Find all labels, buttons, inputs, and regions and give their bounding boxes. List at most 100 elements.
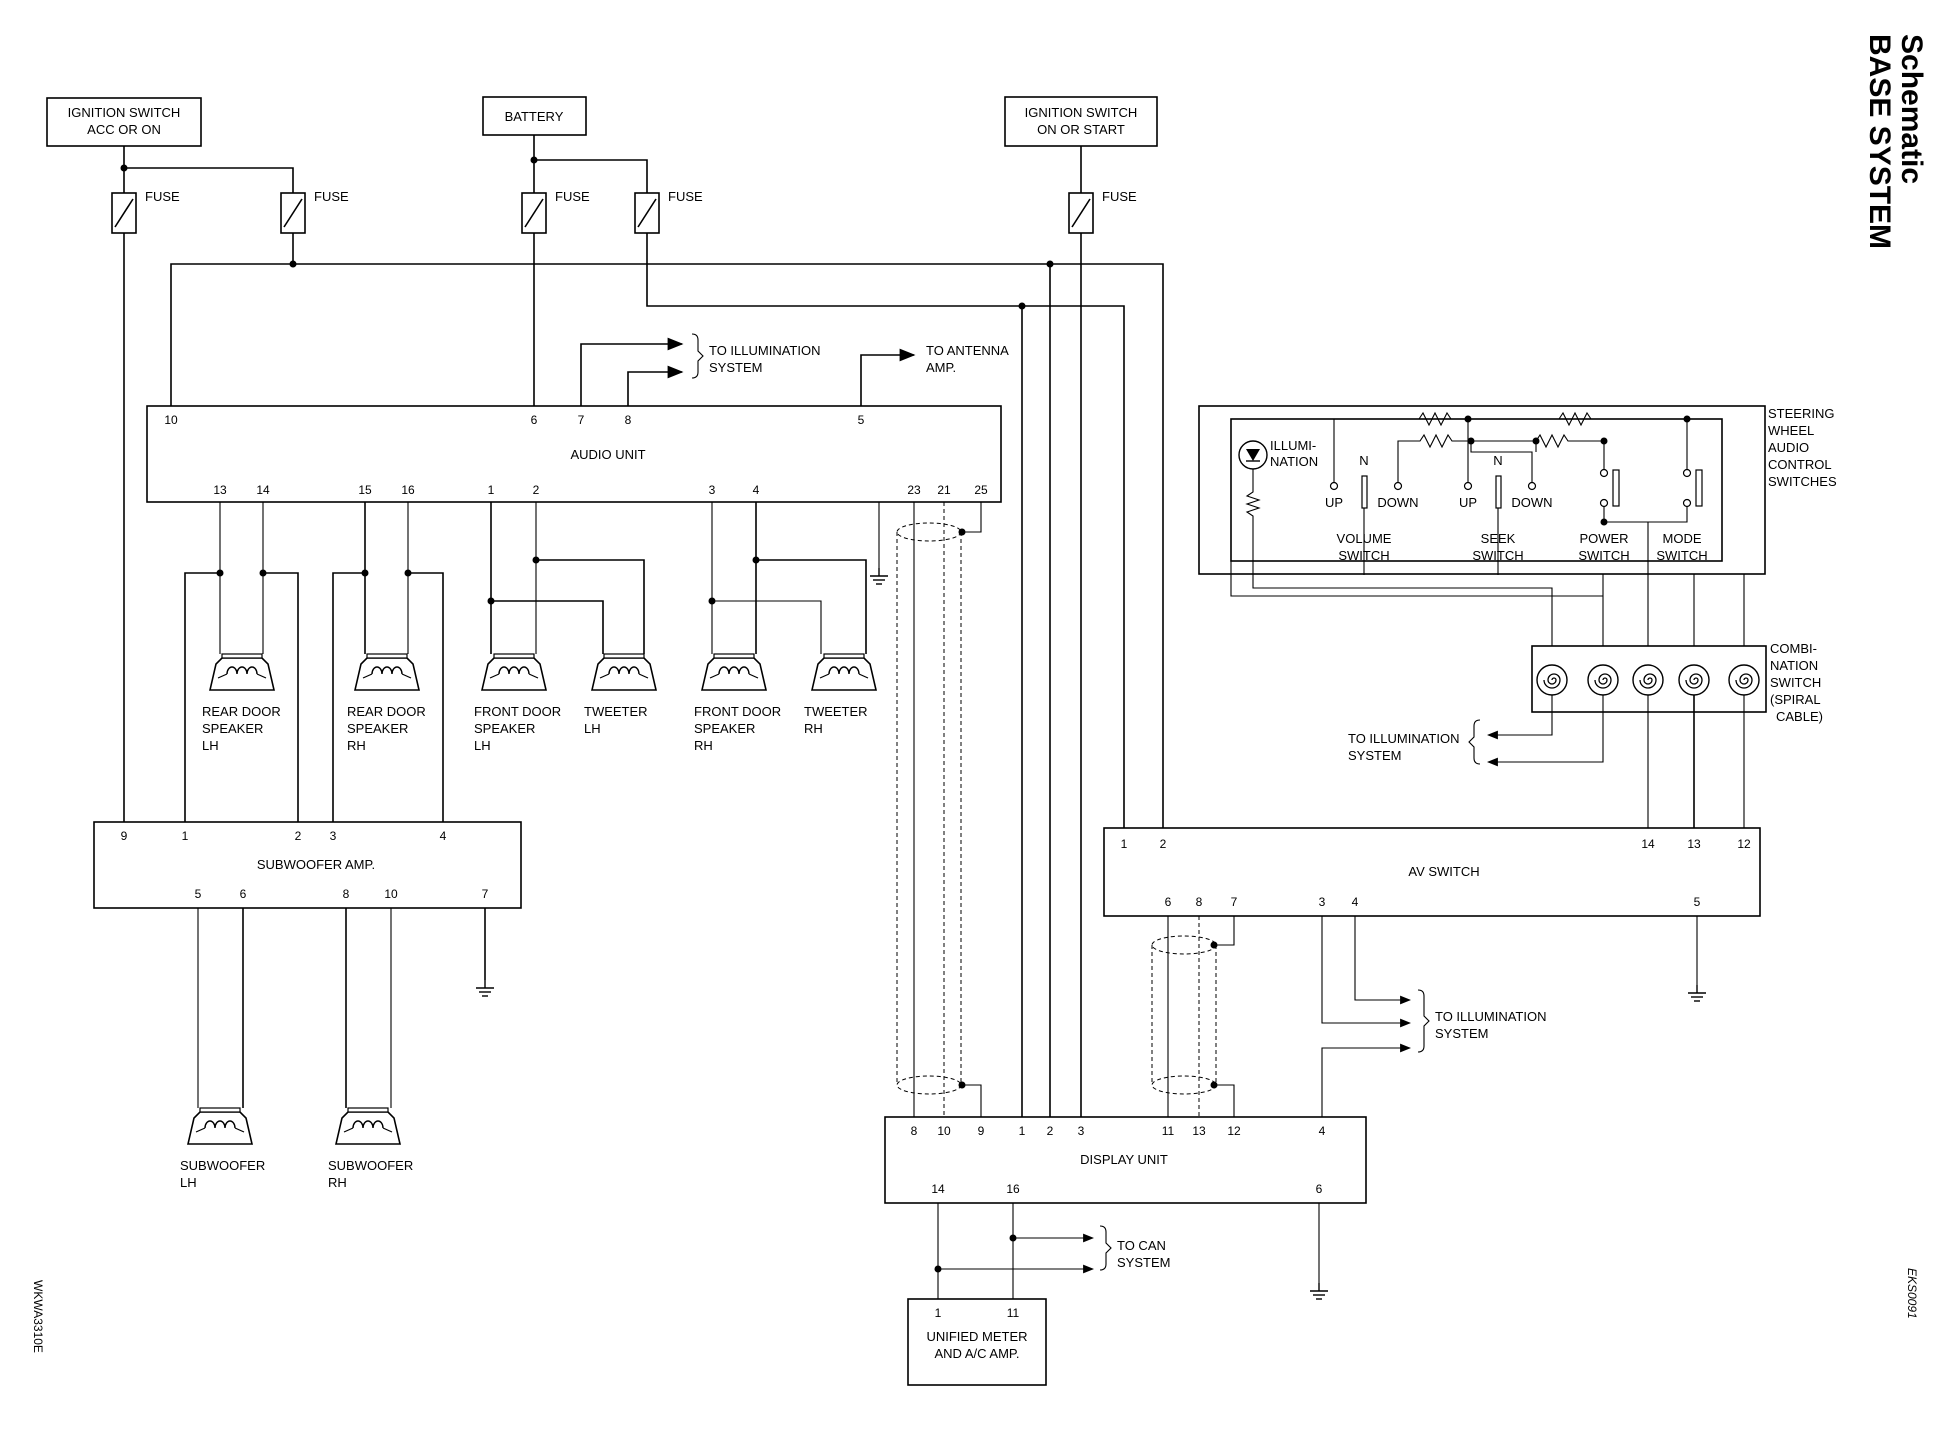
svg-text:8: 8 <box>625 413 632 427</box>
svg-text:1: 1 <box>488 483 495 497</box>
svg-text:6: 6 <box>1165 895 1172 909</box>
svg-text:4: 4 <box>753 483 760 497</box>
fuse-2: FUSE <box>280 189 349 234</box>
svg-text:13: 13 <box>1687 837 1701 851</box>
speaker-icon <box>591 653 657 691</box>
svg-text:CONTROL: CONTROL <box>1768 457 1832 472</box>
svg-text:6: 6 <box>1316 1182 1323 1196</box>
svg-text:2: 2 <box>1047 1124 1054 1138</box>
svg-text:SWITCHES: SWITCHES <box>1768 474 1837 489</box>
svg-text:ILLUMI-: ILLUMI- <box>1270 438 1316 453</box>
svg-text:11: 11 <box>1162 1124 1175 1138</box>
svg-text:SPEAKER: SPEAKER <box>202 721 263 736</box>
svg-text:TO ILLUMINATION: TO ILLUMINATION <box>709 343 820 358</box>
spiral-cable-icon <box>1587 664 1619 696</box>
svg-text:AUDIO: AUDIO <box>1768 440 1809 455</box>
svg-text:IGNITION SWITCH: IGNITION SWITCH <box>68 105 181 120</box>
svg-text:SYSTEM: SYSTEM <box>1348 748 1401 763</box>
svg-text:SPEAKER: SPEAKER <box>694 721 755 736</box>
svg-text:DOWN: DOWN <box>1511 495 1552 510</box>
svg-text:N: N <box>1493 453 1502 468</box>
speaker-icon <box>209 653 275 691</box>
svg-text:6: 6 <box>531 413 538 427</box>
figure-code-right: EKS0091 <box>1905 1268 1919 1319</box>
svg-text:AUDIO UNIT: AUDIO UNIT <box>570 447 645 462</box>
rear-door-speaker-lh: REAR DOOR SPEAKER LH <box>202 653 281 753</box>
svg-text:10: 10 <box>384 887 398 901</box>
speaker-icon <box>481 653 547 691</box>
fuse-4: FUSE <box>634 189 703 234</box>
svg-text:15: 15 <box>358 483 372 497</box>
subwoofer-lh: SUBWOOFER LH <box>180 1107 265 1190</box>
svg-text:13: 13 <box>1192 1124 1206 1138</box>
svg-text:14: 14 <box>931 1182 945 1196</box>
svg-text:8: 8 <box>343 887 350 901</box>
svg-text:LH: LH <box>584 721 601 736</box>
speaker-icon <box>354 653 420 691</box>
svg-text:FUSE: FUSE <box>555 189 590 204</box>
svg-text:POWER: POWER <box>1579 531 1628 546</box>
fuse-5: FUSE <box>1068 189 1137 234</box>
display-unit: DISPLAY UNIT 8 10 9 1 2 3 11 13 12 4 14 … <box>884 1116 1367 1204</box>
svg-text:1: 1 <box>182 829 189 843</box>
fuse-3: FUSE <box>521 189 590 234</box>
svg-text:14: 14 <box>256 483 270 497</box>
svg-text:2: 2 <box>295 829 302 843</box>
subwoofer-rh: SUBWOOFER RH <box>328 1107 413 1190</box>
svg-text:DISPLAY UNIT: DISPLAY UNIT <box>1080 1152 1168 1167</box>
speaker-icon <box>187 1107 253 1145</box>
front-door-speaker-lh: FRONT DOOR SPEAKER LH <box>474 653 561 753</box>
svg-text:FUSE: FUSE <box>314 189 349 204</box>
svg-text:LH: LH <box>180 1175 197 1190</box>
svg-text:1: 1 <box>1121 837 1128 851</box>
svg-text:FUSE: FUSE <box>1102 189 1137 204</box>
svg-text:12: 12 <box>1227 1124 1241 1138</box>
speaker-wires <box>184 502 880 822</box>
svg-text:SYSTEM: SYSTEM <box>709 360 762 375</box>
svg-text:4: 4 <box>1352 895 1359 909</box>
svg-text:1: 1 <box>935 1306 942 1320</box>
svg-text:7: 7 <box>482 887 489 901</box>
schematic-title: Schematic <box>1895 34 1928 184</box>
svg-text:LH: LH <box>474 738 491 753</box>
svg-text:SUBWOOFER: SUBWOOFER <box>180 1158 265 1173</box>
display-ground-icon <box>1309 1282 1329 1300</box>
svg-text:3: 3 <box>1319 895 1326 909</box>
combination-switch: COMBI- NATION SWITCH (SPIRAL CABLE) <box>1531 641 1823 724</box>
svg-text:SWITCH: SWITCH <box>1472 548 1523 563</box>
ignition-acc-box: IGNITION SWITCH ACC OR ON <box>46 97 202 147</box>
svg-text:AMP.: AMP. <box>926 360 956 375</box>
svg-text:IGNITION SWITCH: IGNITION SWITCH <box>1025 105 1138 120</box>
svg-text:SYSTEM: SYSTEM <box>1435 1026 1488 1041</box>
speaker-icon <box>701 653 767 691</box>
svg-text:FUSE: FUSE <box>668 189 703 204</box>
svg-text:N: N <box>1359 453 1368 468</box>
svg-text:UP: UP <box>1325 495 1343 510</box>
svg-text:REAR DOOR: REAR DOOR <box>202 704 281 719</box>
power-wires <box>120 135 1164 1117</box>
svg-text:10: 10 <box>164 413 178 427</box>
svg-text:MODE: MODE <box>1663 531 1702 546</box>
svg-text:COMBI-: COMBI- <box>1770 641 1817 656</box>
av-switch-ground-icon <box>1687 984 1707 1002</box>
svg-text:4: 4 <box>1319 1124 1326 1138</box>
svg-text:SWITCH: SWITCH <box>1338 548 1389 563</box>
audio-top-outputs: TO ILLUMINATION SYSTEM TO ANTENNA AMP. <box>580 333 1009 406</box>
svg-text:RH: RH <box>347 738 366 753</box>
svg-text:SUBWOOFER: SUBWOOFER <box>328 1158 413 1173</box>
spiral-cable-icon <box>1632 664 1664 696</box>
svg-text:TO CAN: TO CAN <box>1117 1238 1166 1253</box>
svg-text:BATTERY: BATTERY <box>505 109 564 124</box>
svg-text:AND A/C AMP.: AND A/C AMP. <box>934 1346 1019 1361</box>
svg-text:NATION: NATION <box>1270 454 1318 469</box>
svg-text:14: 14 <box>1641 837 1655 851</box>
svg-text:(SPIRAL: (SPIRAL <box>1770 692 1821 707</box>
fuse-1: FUSE <box>111 189 180 234</box>
svg-text:4: 4 <box>440 829 447 843</box>
svg-text:5: 5 <box>1694 895 1701 909</box>
audio-unit: AUDIO UNIT 10 6 7 8 5 13 14 15 16 1 2 3 … <box>146 405 1002 503</box>
svg-text:ACC OR ON: ACC OR ON <box>87 122 161 137</box>
speaker-icon <box>335 1107 401 1145</box>
spiral-outputs: TO ILLUMINATION SYSTEM <box>1348 695 1745 828</box>
